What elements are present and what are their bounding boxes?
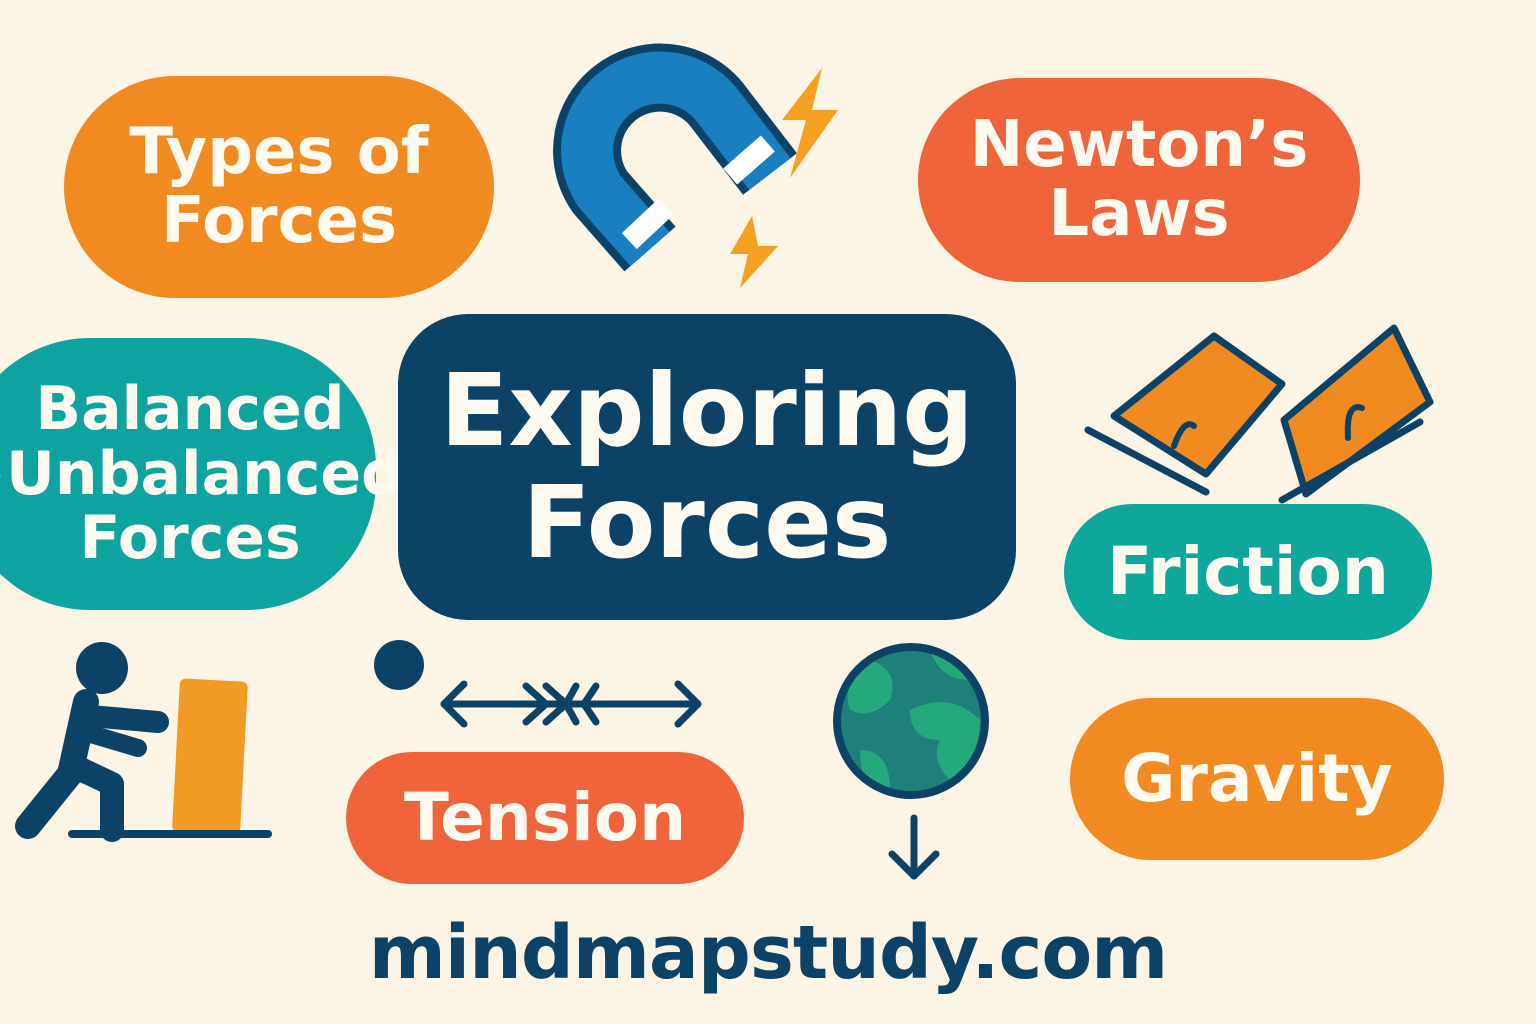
down-arrow-icon xyxy=(888,814,940,880)
node-balanced-unbalanced-forces: Balanced &Unbalanced Forces xyxy=(0,338,404,610)
node-tension: Tension xyxy=(346,752,744,884)
lightning-bolt-icon xyxy=(730,216,778,288)
central-title-node: Exploring Forces xyxy=(398,314,1016,620)
node-gravity: Gravity xyxy=(1070,698,1444,860)
website-footer: mindmapstudy.com xyxy=(368,910,1169,996)
lightning-bolt-icon xyxy=(782,68,838,178)
magnet-icon xyxy=(553,43,797,272)
node-label: Friction xyxy=(1107,533,1389,611)
tension-arrows-icon xyxy=(440,680,702,728)
node-label: Balanced xyxy=(35,373,345,444)
title-label: Exploring xyxy=(440,352,974,469)
node-label: Newton’s xyxy=(969,107,1309,182)
node-label: Types of xyxy=(129,114,429,189)
pushing-person-icon xyxy=(15,642,272,842)
node-label: Forces xyxy=(160,184,398,258)
node-label: Forces xyxy=(79,503,301,574)
node-friction: Friction xyxy=(1064,504,1432,640)
node-label: Tension xyxy=(403,779,687,857)
node-types-of-forces: Types of Forces xyxy=(64,76,494,298)
node-newtons-laws: Newton’s Laws xyxy=(918,78,1360,282)
title-label: Forces xyxy=(522,464,892,581)
ampersand-label: & xyxy=(0,449,2,484)
node-label: Unbalanced xyxy=(6,438,405,509)
ball-icon xyxy=(374,640,424,690)
friction-blocks-icon xyxy=(1084,324,1434,504)
node-label: Laws xyxy=(1048,177,1230,251)
earth-icon xyxy=(833,643,989,799)
node-label: Gravity xyxy=(1121,740,1393,818)
node-label-line: &Unbalanced xyxy=(0,438,405,509)
